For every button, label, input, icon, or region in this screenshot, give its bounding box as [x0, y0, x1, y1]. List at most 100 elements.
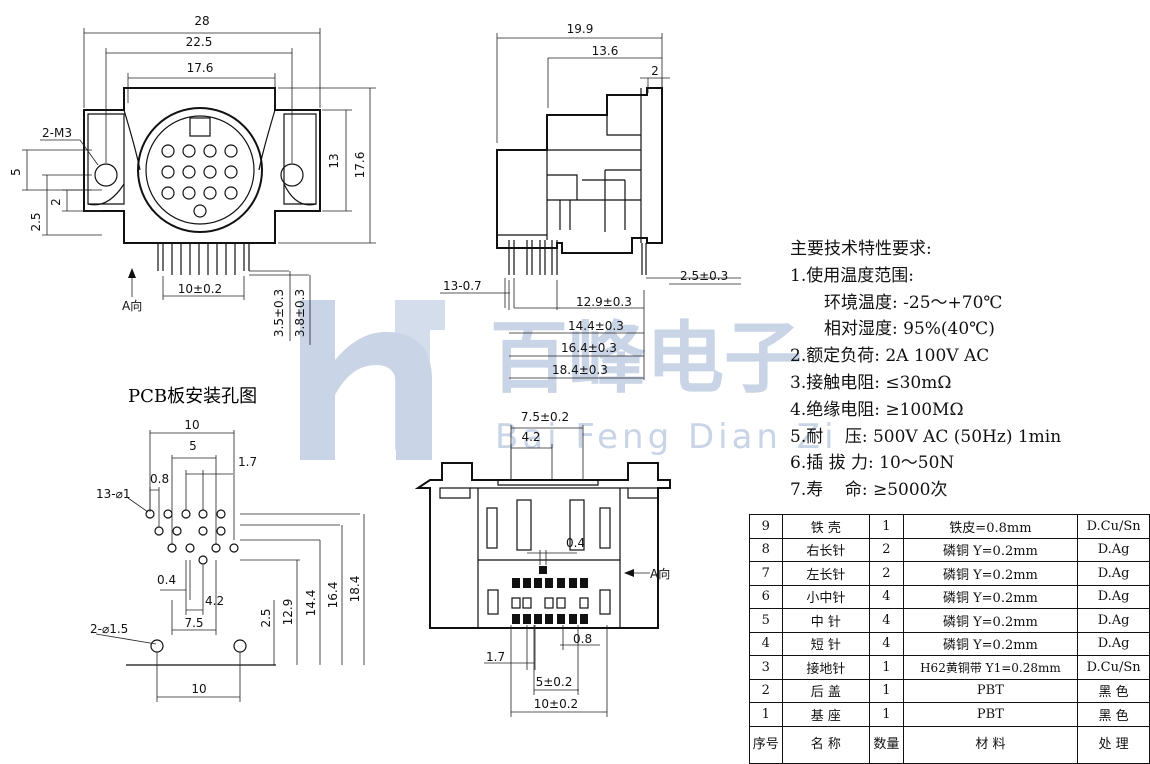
bom-cell: 1 [869, 655, 904, 680]
dim-label: 12.9±0.3 [576, 295, 632, 309]
table-row: 9 铁 壳 1 铁皮=0.8mm D.Cu/Sn [749, 514, 1150, 539]
pcb-layout: PCB板安装孔图 10 [90, 386, 365, 702]
pin [224, 144, 238, 158]
mounting-hole-right [280, 163, 304, 187]
bom-cell: 6 [749, 584, 783, 609]
bom-cell: 磷铜 Y=0.2mm [902, 631, 1079, 656]
watermark: 百峰电子 Bai Feng Dian Zi [300, 300, 838, 460]
pin [203, 186, 217, 200]
pin [182, 165, 196, 179]
pin [161, 186, 175, 200]
front-view: 28 22.5 17.6 13 17.6 5 2.5 2 10±0.2 3.5±… [9, 14, 376, 345]
watermark-name: 百峰电子 [490, 314, 802, 404]
dim-label: 0.4 [566, 536, 585, 550]
bom-cell: 1 [869, 702, 904, 727]
table-row: 4 短 针 4 磷铜 Y=0.2mm D.Ag [749, 631, 1150, 656]
watermark-pinyin: Bai Feng Dian Zi [495, 417, 838, 457]
dim-label: 16.4±0.3 [561, 341, 617, 355]
bom-cell: 1 [749, 702, 783, 727]
pin [161, 165, 175, 179]
bom-header-cell: 处 理 [1077, 725, 1150, 764]
dim-label: 5±0.2 [536, 675, 573, 689]
dim-label: 1.7 [238, 455, 257, 469]
bom-cell: D.Cu/Sn [1077, 514, 1150, 539]
dim-label: 17.6 [187, 61, 214, 75]
bom-cell: 1 [869, 514, 904, 539]
pin [203, 144, 217, 158]
spec-line: 7.寿 命: ≥5000次 [790, 480, 948, 501]
bom-cell: 9 [749, 514, 783, 539]
bom-cell: 接地针 [781, 655, 871, 680]
connector-shell [137, 107, 263, 233]
spec-line: 5.耐 压: 500V AC (50Hz) 1min [790, 426, 1062, 447]
pcb-title: PCB板安装孔图 [128, 386, 257, 407]
dim-label: 2.5±0.3 [680, 269, 728, 283]
bottom-body-outline [414, 462, 671, 629]
pin [182, 186, 196, 200]
pin [203, 165, 217, 179]
table-header-row: 序号 名 称 数量 材 料 处 理 [749, 725, 1150, 764]
dim-label: 10 [184, 418, 199, 432]
dim-label: 28 [194, 14, 209, 28]
dim-label: 0.8 [573, 632, 592, 646]
dim-label: 1.7 [486, 650, 505, 664]
dim-label: 2 [651, 64, 659, 78]
dim-label: 18.4±0.3 [552, 363, 608, 377]
spec-line: 4.绝缘电阻: ≥100MΩ [790, 399, 964, 420]
pcb-mounting-hole-right [233, 639, 247, 653]
bom-header-cell: 数量 [869, 725, 904, 764]
bom-cell: 2 [749, 678, 783, 703]
dim-label: 0.8 [150, 472, 169, 486]
bom-cell: 2 [869, 537, 904, 562]
bom-cell: 基 座 [781, 702, 871, 727]
dim-label: 7.5 [184, 616, 203, 630]
bom-cell: 8 [749, 537, 783, 562]
arrow-label: A向 [122, 298, 142, 313]
bom-header-cell: 名 称 [781, 725, 871, 764]
bom-cell: 黑 色 [1077, 702, 1150, 727]
spec-line: 1.使用温度范围: [790, 265, 914, 286]
table-row: 6 小中针 4 磷铜 Y=0.2mm D.Ag [749, 584, 1150, 609]
spec-line: 环境温度: -25～+70℃ [824, 292, 1003, 313]
arrow-label: A向 [650, 566, 670, 581]
bom-cell: D.Ag [1077, 537, 1150, 562]
bom-cell: 4 [869, 631, 904, 656]
side-view: 19.9 13.6 2 2.5±0.3 13-0.7 12.9±0.3 14.4… [440, 22, 741, 380]
spec-list: 主要技术特性要求: 1.使用温度范围: 环境温度: -25～+70℃ 相对湿度:… [790, 236, 1061, 504]
dim-label: 14.4 [304, 590, 318, 617]
watermark-logo [300, 300, 445, 460]
bom-cell: 4 [869, 608, 904, 633]
bom-cell: 3 [749, 655, 783, 680]
spec-title: 主要技术特性要求: [790, 239, 932, 259]
bom-cell: 2 [869, 561, 904, 586]
dim-label: 3.8±0.3 [293, 289, 307, 337]
pin [224, 165, 238, 179]
hole-label: 2-M3 [42, 126, 72, 140]
table-row: 2 后 盖 1 PBT 黑 色 [749, 678, 1150, 703]
dim-label: 10 [191, 682, 206, 696]
dim-label: 2.5 [259, 608, 273, 627]
dim-label: 22.5 [186, 35, 213, 49]
bom-cell: 磷铜 Y=0.2mm [902, 561, 1079, 586]
dim-label: 13.6 [592, 44, 619, 58]
bom-cell: 4 [749, 631, 783, 656]
bom-cell: 铁皮=0.8mm [902, 514, 1079, 539]
dim-label: 4.2 [521, 430, 540, 444]
dim-label: 4.2 [205, 594, 224, 608]
bom-cell: PBT [902, 678, 1079, 703]
front-body-outline [83, 87, 321, 244]
front-pin-array [161, 144, 238, 218]
spec-line: 相对湿度: 95%(40℃) [824, 319, 995, 340]
pin [224, 186, 238, 200]
bom-cell: 小中针 [781, 584, 871, 609]
bom-cell: 1 [869, 678, 904, 703]
dim-label: 2 [49, 198, 63, 206]
bom-cell: D.Cu/Sn [1077, 655, 1150, 680]
bom-header-cell: 材 料 [902, 725, 1079, 764]
dim-label: 2-⌀1.5 [90, 622, 128, 636]
dim-label: 10±0.2 [534, 697, 578, 711]
dim-label: 16.4 [326, 582, 340, 609]
pin [182, 144, 196, 158]
spec-line: 3.接触电阻: ≤30mΩ [790, 372, 952, 393]
dim-label: 7.5±0.2 [521, 410, 569, 424]
